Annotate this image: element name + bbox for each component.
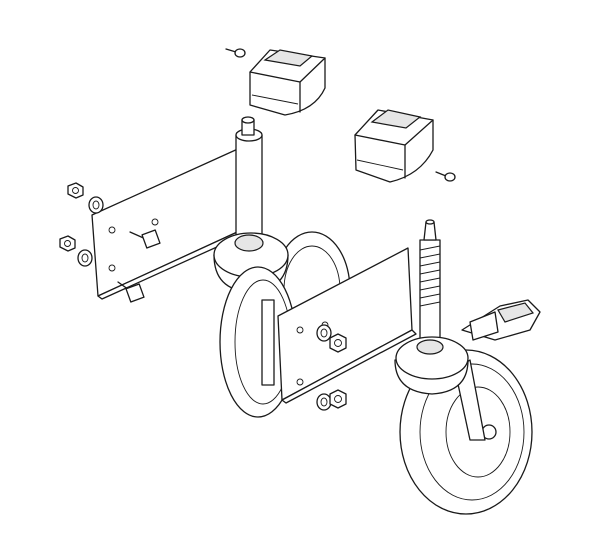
left-washer-upper [88,196,104,214]
right-nut-upper [329,333,347,353]
left-t-bolt-lower [117,281,145,303]
rubber-pad-lower [354,109,434,183]
right-caster-brake [461,299,541,341]
right-mounting-plate [277,247,417,404]
left-t-bolt-upper [129,229,161,249]
right-washer-lower [316,393,332,411]
right-caster-housing [394,336,486,441]
right-screw [435,171,456,182]
left-caster-stem [235,116,263,241]
left-caster-wheel [219,266,297,418]
rubber-pad-upper [249,49,326,116]
right-threaded-stem [419,219,441,351]
left-mounting-plate [91,147,251,300]
right-nut-lower [329,389,347,409]
left-washer-lower [77,249,93,267]
left-nut-upper [67,182,84,199]
top-screw [225,48,246,58]
right-washer-upper [316,324,332,342]
left-nut-lower [59,235,76,252]
